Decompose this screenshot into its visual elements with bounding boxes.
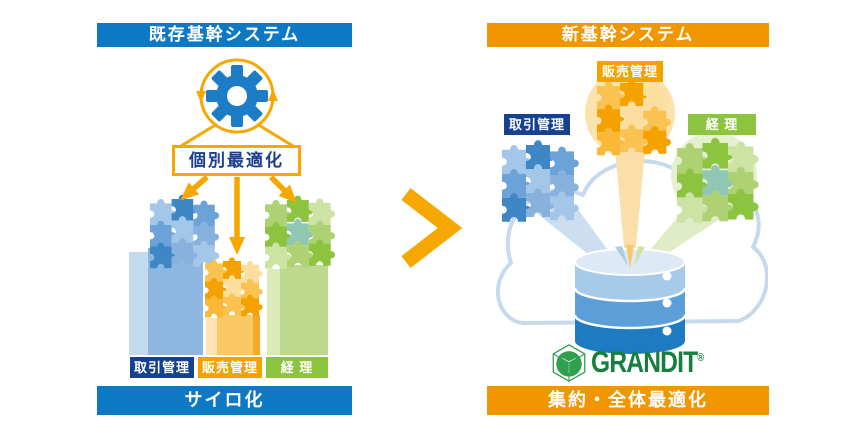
gear-icon [206, 65, 268, 127]
left-footer-bar: サイロ化 [97, 386, 352, 415]
puzzle-cluster-icon [597, 78, 671, 156]
database-icon [573, 245, 687, 354]
silo-tower-orange [205, 257, 263, 355]
silo-tower-blue [129, 194, 220, 355]
right-header-bar: 新基幹システム [487, 23, 769, 47]
legacy-silo-art [129, 58, 336, 355]
puzzle-cluster-icon [502, 140, 579, 222]
chevron-right-icon [401, 188, 463, 268]
puzzle-cluster-icon [150, 194, 220, 269]
right-module-chip-trade: 取引管理 [504, 114, 570, 135]
puzzle-cluster-icon [677, 137, 759, 223]
left-module-chip-trade: 取引管理 [130, 357, 194, 378]
grandit-logo: GRANDIT® [549, 343, 729, 383]
right-module-chip-sales: 販売管理 [597, 61, 663, 82]
puzzle-cluster-icon [205, 257, 263, 318]
registered-mark: ® [697, 352, 704, 364]
left-module-chip-sales: 販売管理 [198, 357, 262, 378]
grandit-mark-icon [552, 344, 586, 382]
funnel-lines [180, 122, 294, 148]
optimization-box: 個別最適化 [172, 145, 301, 176]
left-module-chip-accounting: 経 理 [266, 357, 328, 378]
silo-tower-green [265, 195, 336, 355]
puzzle-cluster-icon [265, 195, 336, 269]
rotation-arrows-icon [196, 58, 278, 134]
right-module-chip-accounting: 経 理 [688, 114, 756, 135]
left-header-bar: 既存基幹システム [97, 23, 352, 47]
optimization-arrows [180, 174, 297, 255]
right-footer-bar: 集約・全体最適化 [487, 386, 769, 415]
cloud-erp-art [495, 68, 768, 354]
grandit-logo-text: GRANDIT® [591, 346, 704, 379]
